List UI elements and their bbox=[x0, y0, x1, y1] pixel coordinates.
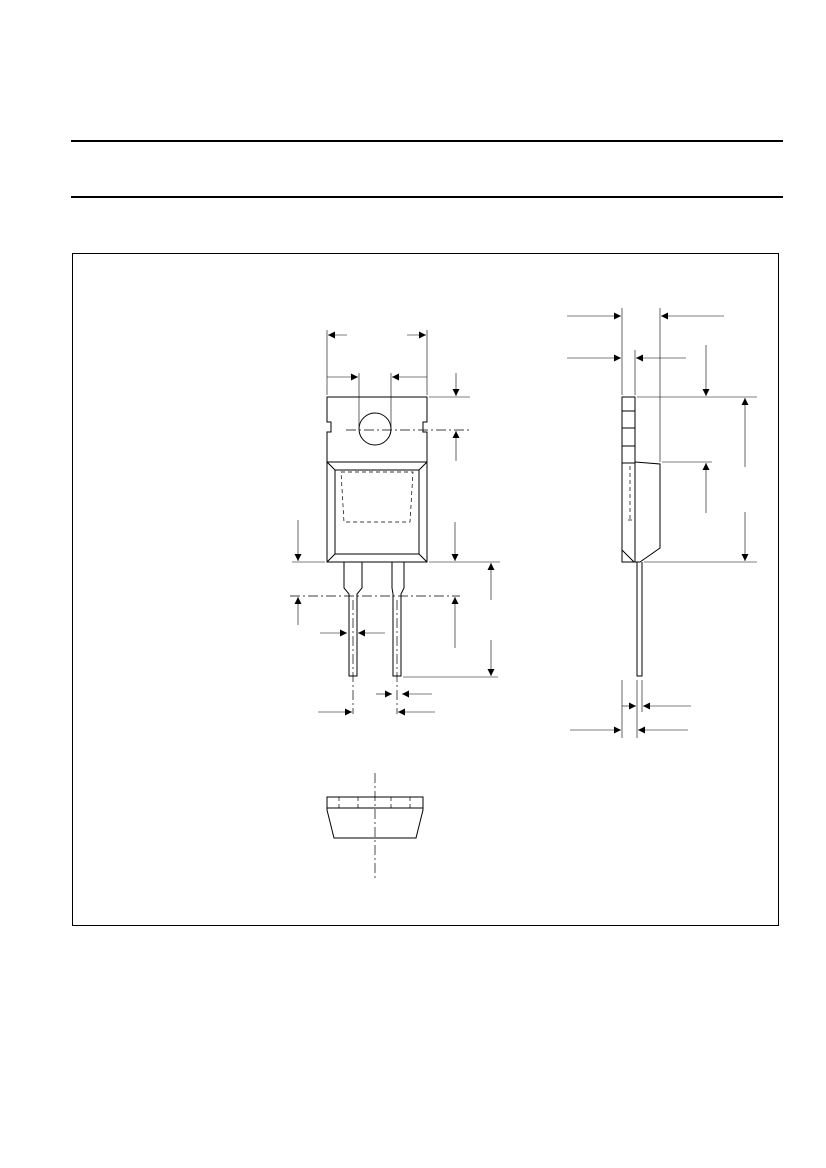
package-body-outline bbox=[326, 461, 428, 563]
side-lead-outline bbox=[636, 562, 643, 677]
side-body-taper bbox=[621, 540, 635, 563]
bottom-view bbox=[326, 773, 424, 880]
mounting-tab-outline bbox=[326, 396, 428, 463]
header-rule-top bbox=[71, 140, 783, 142]
package-body-bevel bbox=[326, 461, 428, 563]
lead-right bbox=[391, 562, 405, 677]
bottom-view-outline bbox=[326, 796, 424, 839]
side-body-outline bbox=[634, 461, 661, 563]
side-view bbox=[567, 308, 757, 738]
side-tab-outline bbox=[621, 396, 636, 563]
drawing-frame bbox=[72, 253, 779, 926]
front-view bbox=[290, 330, 500, 716]
header-rule-bottom bbox=[71, 196, 783, 198]
mounting-hole bbox=[358, 412, 392, 446]
die-pad-hidden-outline bbox=[340, 471, 414, 523]
